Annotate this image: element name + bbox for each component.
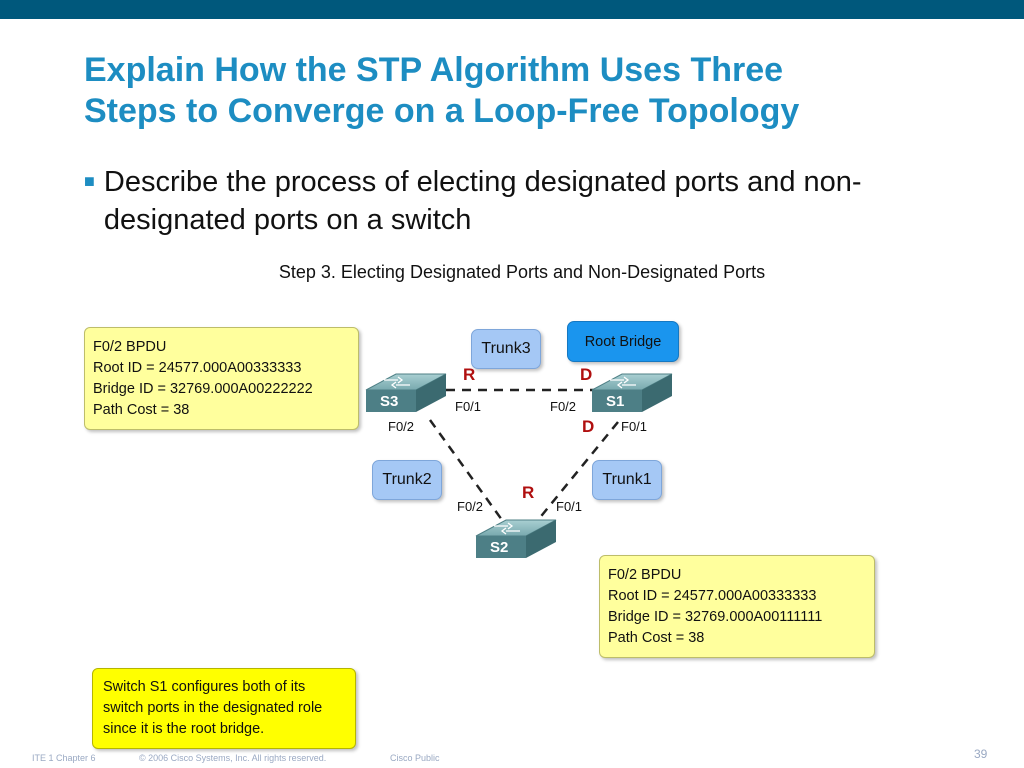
bpdu-note-s3: F0/2 BPDU Root ID = 24577.000A00333333 B… [84, 327, 359, 430]
slide-title: Explain How the STP Algorithm Uses Three… [84, 50, 984, 132]
title-line-1: Explain How the STP Algorithm Uses Three [84, 51, 784, 89]
bpdu-note-line: Path Cost = 38 [93, 402, 190, 418]
trunk2-label: Trunk2 [372, 460, 442, 500]
port-s1-f02: F0/2 [550, 399, 577, 414]
s1-note-line: since it is the root bridge. [103, 721, 265, 737]
bullet-square-icon: ■ [84, 171, 95, 191]
link-s3-s2 [428, 419, 504, 521]
s1-note-line: switch ports in the designated role [103, 700, 323, 716]
port-s2-f01: F0/1 [556, 499, 583, 514]
s1-note-line: Switch S1 configures both of its [103, 679, 306, 695]
header-bar [0, 0, 1024, 19]
footer-classification: Cisco Public [390, 753, 440, 763]
title-line-2: Steps to Converge on a Loop-Free Topolog… [84, 92, 800, 130]
switch-s1-label: S1 [606, 393, 625, 410]
diagram-title: Step 3. Electing Designated Ports and No… [278, 262, 766, 282]
footer-copyright: © 2006 Cisco Systems, Inc. All rights re… [139, 753, 327, 763]
bpdu-note-line: Root ID = 24577.000A00333333 [608, 588, 817, 604]
switch-s3-icon[interactable] [365, 373, 447, 412]
bpdu-note-s2: F0/2 BPDU Root ID = 24577.000A00333333 B… [599, 555, 875, 658]
link-s1-s2 [537, 421, 619, 521]
root-bridge-label: Root Bridge [567, 321, 679, 362]
port-s3-f02: F0/2 [388, 419, 415, 434]
page-number: 39 [974, 747, 988, 761]
bpdu-note-line: Bridge ID = 32769.000A00111111 [608, 609, 823, 625]
bpdu-note-line: F0/2 BPDU [608, 567, 682, 583]
role-s1-f02-designated: D [580, 365, 593, 384]
switch-s2-icon[interactable] [475, 519, 557, 558]
bpdu-note-line: Root ID = 24577.000A00333333 [93, 360, 302, 376]
trunk3-label: Trunk3 [471, 329, 541, 369]
bullet-item: ■ Describe the process of electing desig… [84, 163, 964, 239]
trunk1-label: Trunk1 [592, 460, 662, 500]
bpdu-note-line: Bridge ID = 32769.000A00222222 [93, 381, 313, 397]
port-s3-f01: F0/1 [455, 399, 482, 414]
bullet-text: Describe the process of electing designa… [103, 166, 862, 236]
switch-s3-label: S3 [380, 393, 399, 410]
bpdu-note-line: F0/2 BPDU [93, 339, 167, 355]
switch-s2-label: S2 [490, 539, 509, 556]
role-s2-f01-root: R [522, 483, 535, 502]
switch-s1-icon[interactable] [591, 373, 673, 412]
bpdu-note-line: Path Cost = 38 [608, 630, 705, 646]
port-s2-f02: F0/2 [457, 499, 484, 514]
s1-designated-note: Switch S1 configures both of its switch … [92, 668, 356, 749]
role-s1-f01-designated: D [582, 417, 595, 436]
port-s1-f01: F0/1 [621, 419, 648, 434]
role-s3-f01-root: R [463, 365, 476, 384]
footer-course: ITE 1 Chapter 6 [32, 753, 96, 763]
